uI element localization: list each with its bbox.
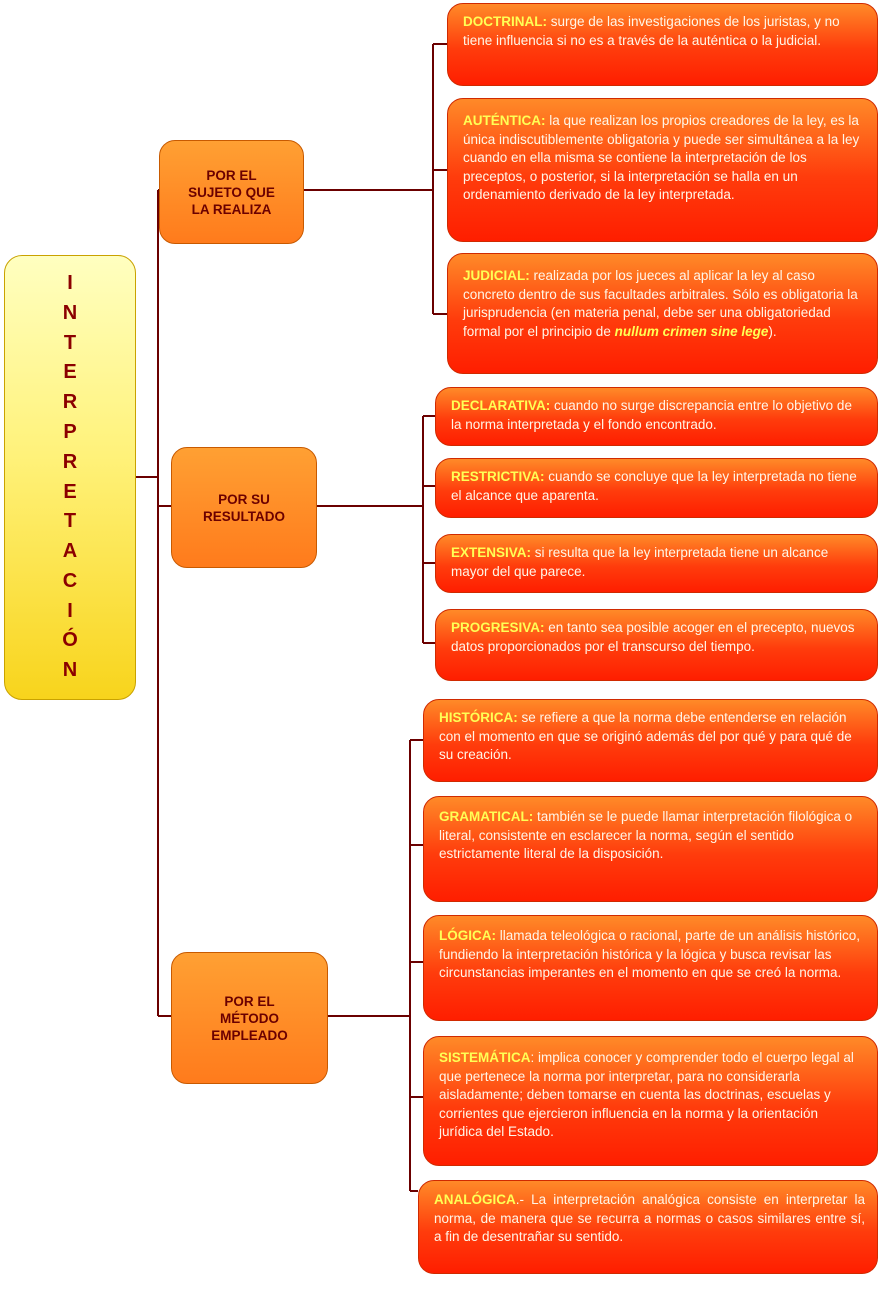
root-letter: Ó [62,629,78,652]
leaf-text: cuando se concluye que la ley interpreta… [451,469,857,503]
leaf-title: AUTÉNTICA: [463,113,546,128]
leaf-autentica: AUTÉNTICA: la que realizan los propios c… [447,98,878,242]
category-label: POR SU RESULTADO [203,491,285,524]
leaf-text: la que realizan los propios creadores de… [463,113,860,202]
category-por-metodo: POR EL MÉTODO EMPLEADO [171,952,328,1084]
root-letter: N [62,301,78,324]
leaf-title: RESTRICTIVA: [451,469,545,484]
category-por-sujeto: POR EL SUJETO QUE LA REALIZA [159,140,304,244]
leaf-title: GRAMATICAL: [439,809,534,824]
root-letter: I [67,271,73,294]
leaf-restrictiva: RESTRICTIVA: cuando se concluye que la l… [435,458,878,518]
leaf-text: realizada por los jueces al aplicar la l… [463,268,858,339]
root-letter: E [63,361,77,384]
leaf-declarativa: DECLARATIVA: cuando no surge discrepanci… [435,387,878,446]
category-label: POR EL SUJETO QUE LA REALIZA [188,167,275,217]
leaf-text: también se le puede llamar interpretació… [439,809,853,861]
leaf-text: surge de las investigaciones de los juri… [463,14,840,48]
leaf-progresiva: PROGRESIVA: en tanto sea posible acoger … [435,609,878,681]
leaf-text: se refiere a que la norma debe entenders… [439,710,852,762]
root-letter: R [62,391,78,414]
leaf-title: SISTEMÁTICA [439,1050,531,1065]
root-letter: C [62,569,78,592]
leaf-text: cuando no surge discrepancia entre lo ob… [451,398,852,432]
leaf-gramatical: GRAMATICAL: también se le puede llamar i… [423,796,878,902]
root-letter: R [62,450,78,473]
leaf-judicial: JUDICIAL: realizada por los jueces al ap… [447,253,878,374]
root-letter: T [63,510,77,533]
category-por-resultado: POR SU RESULTADO [171,447,317,568]
leaf-text: llamada teleológica o racional, parte de… [439,928,860,980]
leaf-title: EXTENSIVA: [451,545,532,560]
leaf-logica: LÓGICA: llamada teleológica o racional, … [423,915,878,1021]
leaf-title: DOCTRINAL: [463,14,547,29]
leaf-extensiva: EXTENSIVA: si resulta que la ley interpr… [435,534,878,593]
leaf-text: si resulta que la ley interpretada tiene… [451,545,829,579]
root-letter: I [67,599,73,622]
leaf-title: DECLARATIVA: [451,398,551,413]
leaf-emphasis: nullum crimen sine lege [614,323,769,339]
leaf-doctrinal: DOCTRINAL: surge de las investigaciones … [447,3,878,86]
root-letter: P [63,420,77,443]
leaf-title: JUDICIAL: [463,268,530,283]
leaf-text: .- La interpretación analógica consiste … [434,1192,865,1244]
leaf-text: : implica conocer y comprender todo el c… [439,1050,854,1139]
root-letter: T [63,331,77,354]
root-letter: N [62,659,78,682]
leaf-text-end: ). [768,323,777,339]
leaf-analogica: ANALÓGICA.- La interpretación analógica … [418,1180,878,1274]
leaf-title: PROGRESIVA: [451,620,545,635]
leaf-sistematica: SISTEMÁTICA: implica conocer y comprende… [423,1036,878,1166]
leaf-historica: HISTÓRICA: se refiere a que la norma deb… [423,699,878,782]
leaf-title: LÓGICA: [439,928,496,943]
leaf-title: HISTÓRICA: [439,710,518,725]
root-letter: A [62,540,78,563]
leaf-text: en tanto sea posible acoger en el precep… [451,620,855,654]
root-letter: E [63,480,77,503]
leaf-title: ANALÓGICA [434,1192,516,1207]
category-label: POR EL MÉTODO EMPLEADO [211,993,288,1043]
